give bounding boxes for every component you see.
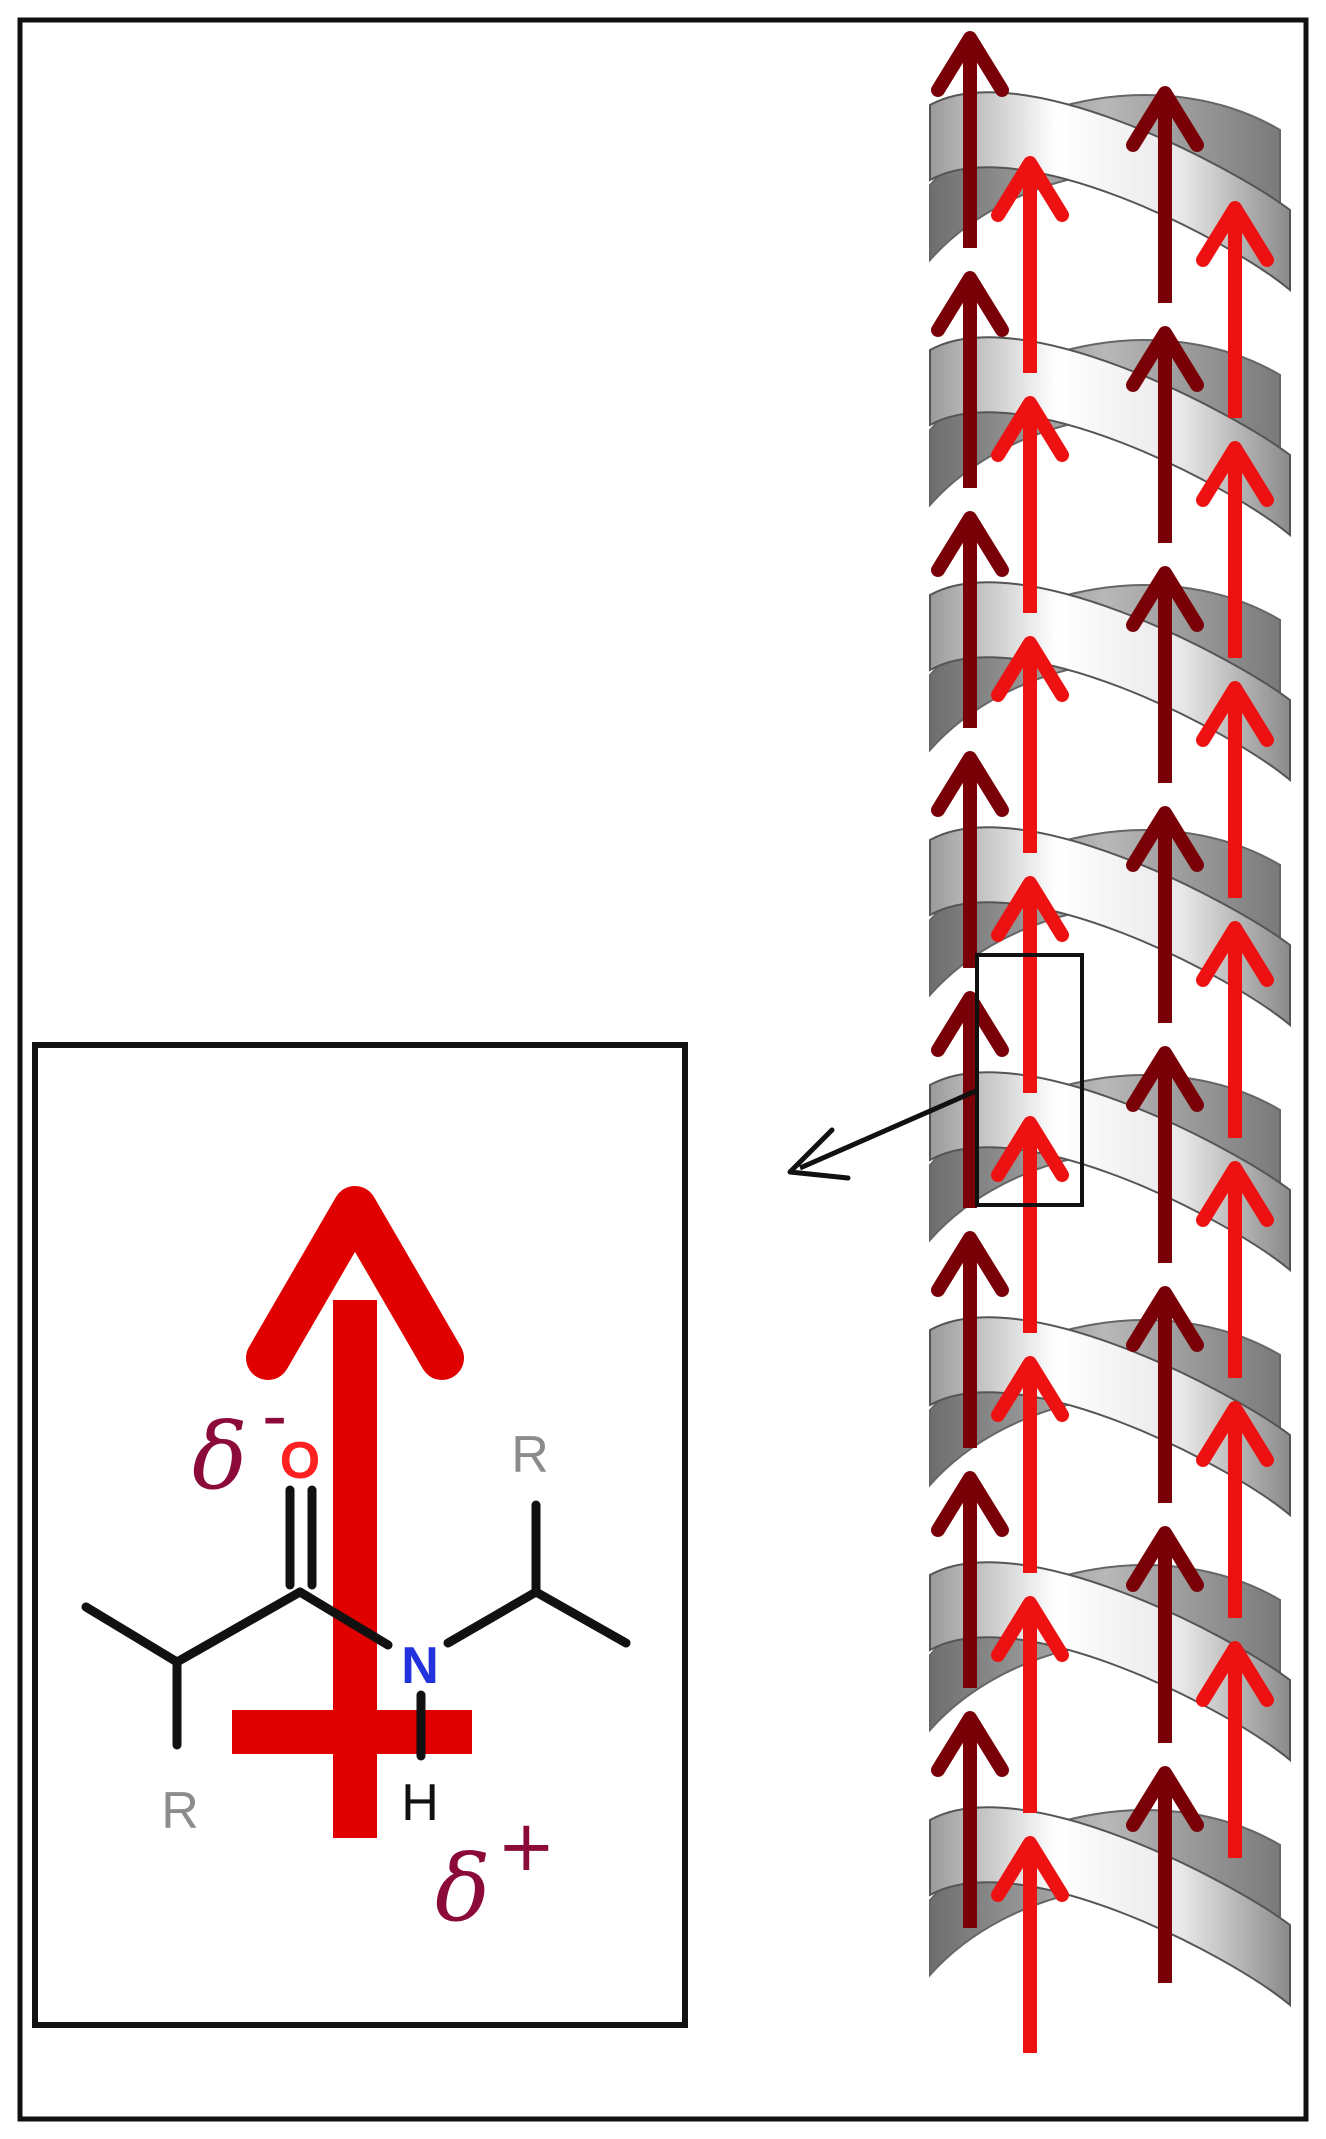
delta-plus-sign: + (497, 1805, 556, 1887)
dark-residue-arrow-icon (1126, 86, 1204, 303)
peptide-skeleton (81, 1485, 631, 1761)
dipole-arrow-head (991, 396, 1069, 462)
dipole-arrow-head (1126, 1046, 1204, 1112)
dipole-arrow-head (931, 511, 1009, 577)
r-group-top-label: R (511, 1426, 549, 1484)
bright-residue-arrow-icon (991, 1356, 1069, 1573)
dark-residue-arrow-icon (931, 1471, 1009, 1688)
dipole-arrow-head (931, 991, 1009, 1057)
dipole-arrow-head (1196, 921, 1274, 987)
bright-residue-arrow-icon (991, 156, 1069, 373)
dipole-arrow-head (1196, 1401, 1274, 1467)
dark-residue-arrow-icon (1126, 1766, 1204, 1983)
dark-residue-arrow-icon (931, 511, 1009, 728)
dipole-arrow-head (1196, 1641, 1274, 1707)
dipole-arrow-head (931, 31, 1009, 97)
dipole-arrow-head (991, 1356, 1069, 1422)
dark-residue-arrow-icon (1126, 806, 1204, 1023)
dark-residue-arrow-icon (931, 751, 1009, 968)
delta-minus-sign: - (262, 1375, 287, 1457)
dipole-arrow-head (1126, 1286, 1204, 1352)
dipole-arrow-head (931, 751, 1009, 817)
dark-residue-arrow-icon (1126, 326, 1204, 543)
r-group-bottom-label: R (161, 1782, 199, 1840)
dipole-arrow-head (931, 1711, 1009, 1777)
dipole-arrow-head (991, 1116, 1069, 1182)
dipole-arrow-head (1196, 441, 1274, 507)
dark-residue-arrow-icon (931, 271, 1009, 488)
peptide-bond-inset: O N H R R δ - δ + (32, 1042, 688, 2028)
dark-residue-arrow-icon (1126, 566, 1204, 783)
dipole-arrow-head (1126, 86, 1204, 152)
bright-residue-arrow-icon (1196, 201, 1274, 418)
bright-residue-arrow-icon (1196, 921, 1274, 1138)
dipole-arrow-icon (232, 1186, 472, 1838)
dark-residue-arrow-icon (1126, 1526, 1204, 1743)
dark-residue-arrow-icon (1126, 1286, 1204, 1503)
bright-residue-arrow-icon (991, 1836, 1069, 2053)
zoom-source-box (975, 953, 1084, 1207)
delta-minus-symbol: δ (192, 1403, 247, 1510)
bright-residue-arrow-icon (1196, 681, 1274, 898)
bright-residue-arrow-icon (1196, 1161, 1274, 1378)
dipole-arrow-head (1196, 201, 1274, 267)
delta-plus-symbol: δ (435, 1835, 490, 1942)
dipole-arrow-head (1196, 681, 1274, 747)
dipole-arrow-head (931, 271, 1009, 337)
dipole-arrow-head (991, 1596, 1069, 1662)
bright-residue-arrow-icon (1196, 1641, 1274, 1858)
dark-residue-arrow-icon (931, 991, 1009, 1208)
dipole-arrow-head (1126, 1526, 1204, 1592)
bright-residue-arrow-icon (1196, 1401, 1274, 1618)
oxygen-atom-label: O (280, 1432, 320, 1490)
dipole-arrow-head (1126, 806, 1204, 872)
dipole-arrow-head (931, 1231, 1009, 1297)
bright-residue-arrow-icon (991, 876, 1069, 1093)
dark-residue-arrow-icon (1126, 1046, 1204, 1263)
dipole-arrow-head (991, 636, 1069, 702)
dipole-arrow-head (1126, 326, 1204, 392)
dark-residue-arrow-icon (931, 1231, 1009, 1448)
callout-arrow-icon (787, 1087, 980, 1181)
dipole-arrow-head (991, 1836, 1069, 1902)
bright-residue-arrow-icon (991, 1596, 1069, 1813)
dipole-arrow-head (1196, 1161, 1274, 1227)
dipole-arrow-head (991, 156, 1069, 222)
dipole-arrow-head (931, 1471, 1009, 1537)
dark-residue-arrow-icon (931, 31, 1009, 248)
dark-residue-arrow-icon (931, 1711, 1009, 1928)
bright-residue-arrow-icon (991, 636, 1069, 853)
bright-residue-arrow-icon (1196, 441, 1274, 658)
bright-residue-arrow-icon (991, 1116, 1069, 1333)
dipole-arrow-head (1126, 566, 1204, 632)
alpha-helix-ribbon-icon (929, 31, 1291, 2053)
nitrogen-atom-label: N (401, 1637, 439, 1695)
bright-residue-arrow-icon (991, 396, 1069, 613)
dipole-arrow-head (1126, 1766, 1204, 1832)
dipole-arrow-head (991, 876, 1069, 942)
hydrogen-atom-label: H (401, 1774, 439, 1832)
